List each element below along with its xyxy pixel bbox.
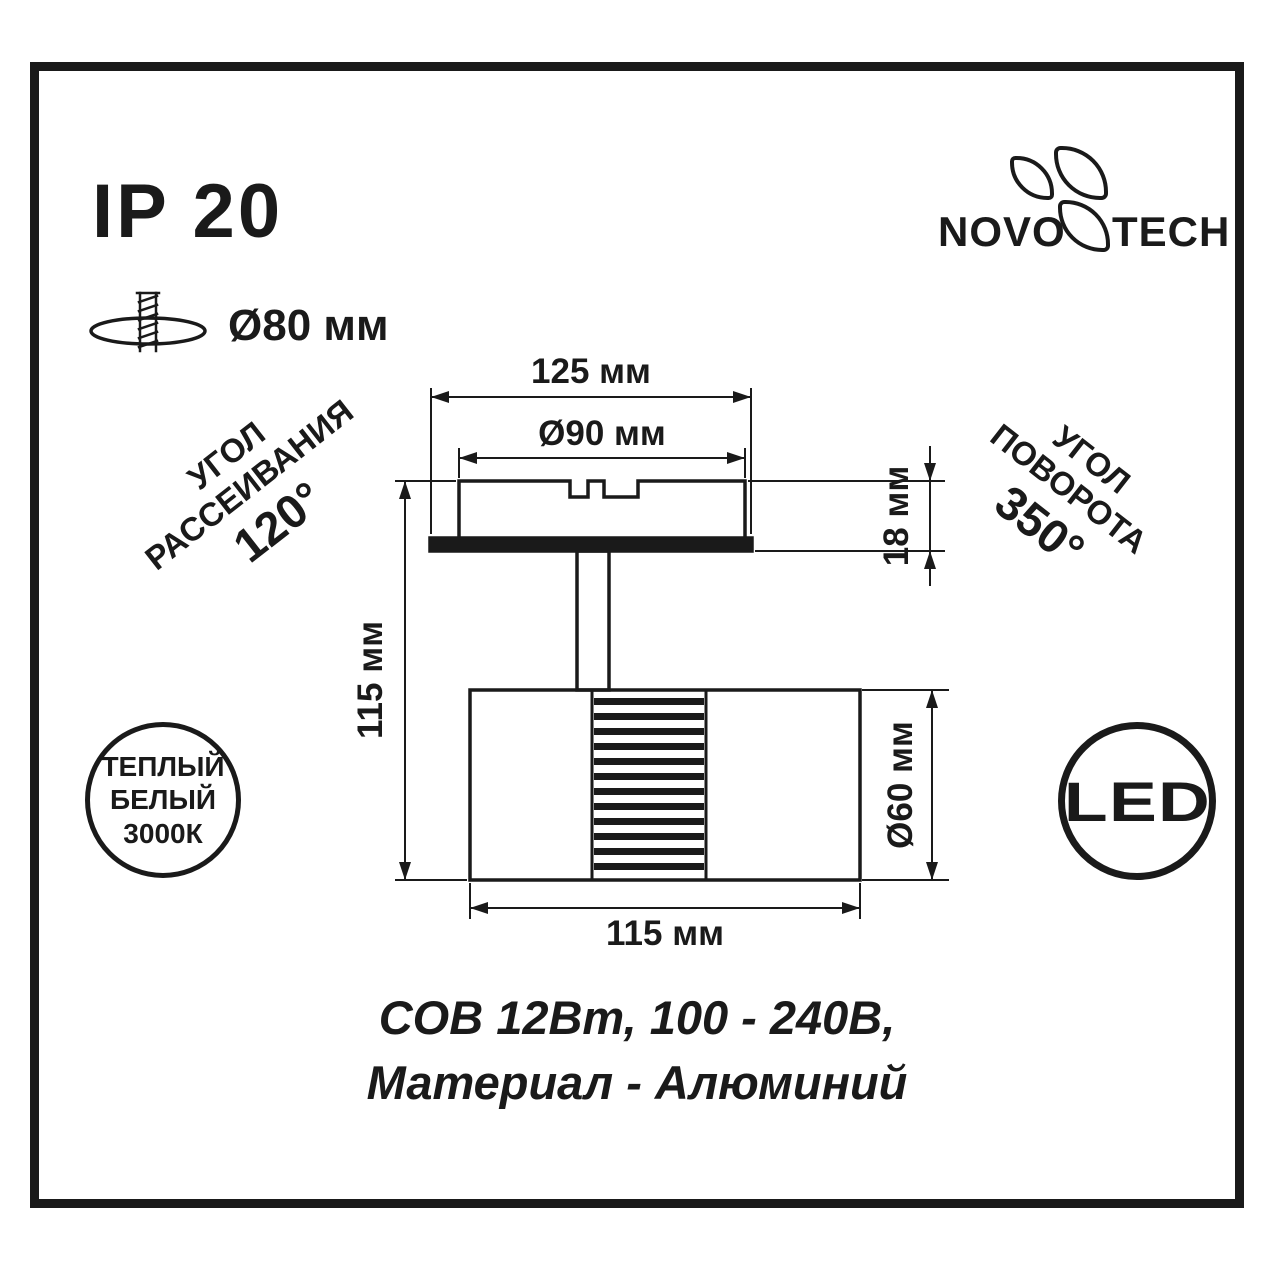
color-temp-line3: 3000К: [123, 817, 203, 849]
dimension-lines: [395, 388, 949, 919]
spec-line-material: Материал - Алюминий: [366, 1056, 908, 1109]
dim-plate-diameter-label: Ø90 мм: [538, 414, 666, 453]
led-badge: LED: [1058, 722, 1216, 880]
logo-text-novo: NOVO: [938, 208, 1066, 255]
ip-rating: IP 20: [92, 169, 284, 254]
heatsink-stripes: [594, 698, 704, 870]
color-temp-line1: ТЕПЛЫЙ: [101, 751, 225, 783]
cutout-icon: [89, 291, 207, 353]
fixture-outline: [428, 479, 862, 882]
dimension-arrows: [399, 391, 938, 914]
dim-total-height-label: 115 мм: [351, 621, 390, 739]
dim-top-width-label: 125 мм: [531, 352, 651, 391]
dim-body-width-label: 115 мм: [606, 914, 724, 953]
color-temperature-badge: ТЕПЛЫЙ БЕЛЫЙ 3000К: [85, 722, 241, 878]
led-badge-label: LED: [1063, 769, 1211, 833]
logo-text-tech: TECH: [1112, 208, 1231, 255]
dim-body-diameter-label: Ø60 мм: [881, 721, 920, 849]
spec-line-power: COB 12Вт, 100 - 240В,: [378, 991, 896, 1044]
cutout-diameter-label: Ø80 мм: [228, 301, 389, 350]
color-temp-line2: БЕЛЫЙ: [110, 784, 216, 816]
border-frame: [30, 62, 1244, 1208]
